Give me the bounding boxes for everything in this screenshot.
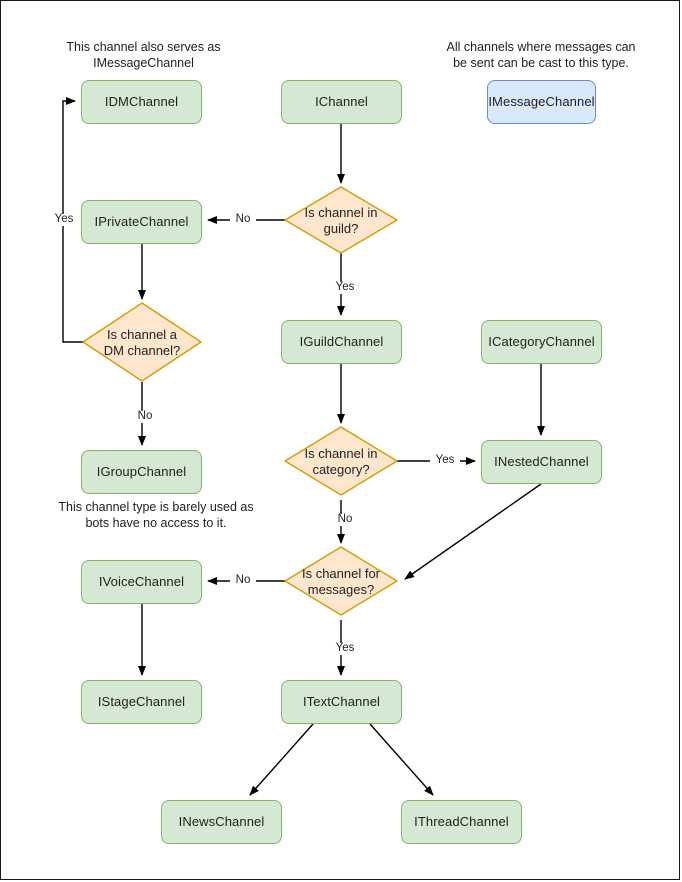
node-idmchannel[interactable]: IDMChannel (81, 80, 202, 124)
annotation-message-channel: All channels where messages can be sent … (436, 39, 646, 72)
annotation-group-line1: This channel type is barely used as (58, 500, 254, 514)
node-imessagechannel[interactable]: IMessageChannel (487, 80, 596, 124)
edge-label-category-yes: Yes (430, 454, 460, 467)
node-icategorychannel[interactable]: ICategoryChannel (481, 320, 602, 364)
node-iguildchannel[interactable]: IGuildChannel (281, 320, 402, 364)
node-ichannel[interactable]: IChannel (281, 80, 402, 124)
edge-label-guild-yes: Yes (330, 281, 360, 294)
edge-label-messages-yes: Yes (330, 642, 360, 655)
annotation-dm-line1: This channel also serves as (66, 40, 221, 54)
annotation-group-channel: This channel type is barely used as bots… (36, 499, 276, 532)
edge-label-dm-yes: Yes (49, 213, 79, 226)
node-itextchannel[interactable]: ITextChannel (281, 680, 402, 724)
annotation-message-line2: be sent can be cast to this type. (453, 56, 629, 71)
diamond-is-channel-for-messages (284, 546, 398, 616)
edge-label-dm-no: No (132, 410, 158, 423)
node-ivoicechannel[interactable]: IVoiceChannel (81, 560, 202, 604)
edge-label-guild-no: No (230, 213, 256, 226)
node-inewschannel[interactable]: INewsChannel (161, 800, 282, 844)
edge-label-messages-no: No (230, 574, 256, 587)
node-iprivatechannel[interactable]: IPrivateChannel (81, 200, 202, 244)
edge-inestedchannel-to-messages-decision (404, 483, 542, 580)
annotation-dm-line2: IMessageChannel (93, 56, 194, 71)
node-istagechannel[interactable]: IStageChannel (81, 680, 202, 724)
node-igroupchannel[interactable]: IGroupChannel (81, 450, 202, 494)
annotation-dm-channel: This channel also serves as IMessageChan… (51, 39, 236, 72)
decision-diamonds-layer (82, 186, 398, 616)
node-inestedchannel[interactable]: INestedChannel (481, 440, 602, 484)
diamond-is-channel-in-category (284, 426, 398, 496)
diamond-is-channel-in-guild (284, 186, 398, 254)
edge-itextchannel-to-ithreadchannel (369, 723, 434, 796)
diamond-is-channel-a-dm-channel (82, 302, 202, 382)
annotation-group-line2: bots have no access to it. (85, 516, 227, 531)
edge-itextchannel-to-inewschannel (249, 723, 314, 796)
edge-label-category-no: No (332, 513, 358, 526)
node-ithreadchannel[interactable]: IThreadChannel (401, 800, 522, 844)
annotation-message-line1: All channels where messages can (446, 40, 636, 54)
